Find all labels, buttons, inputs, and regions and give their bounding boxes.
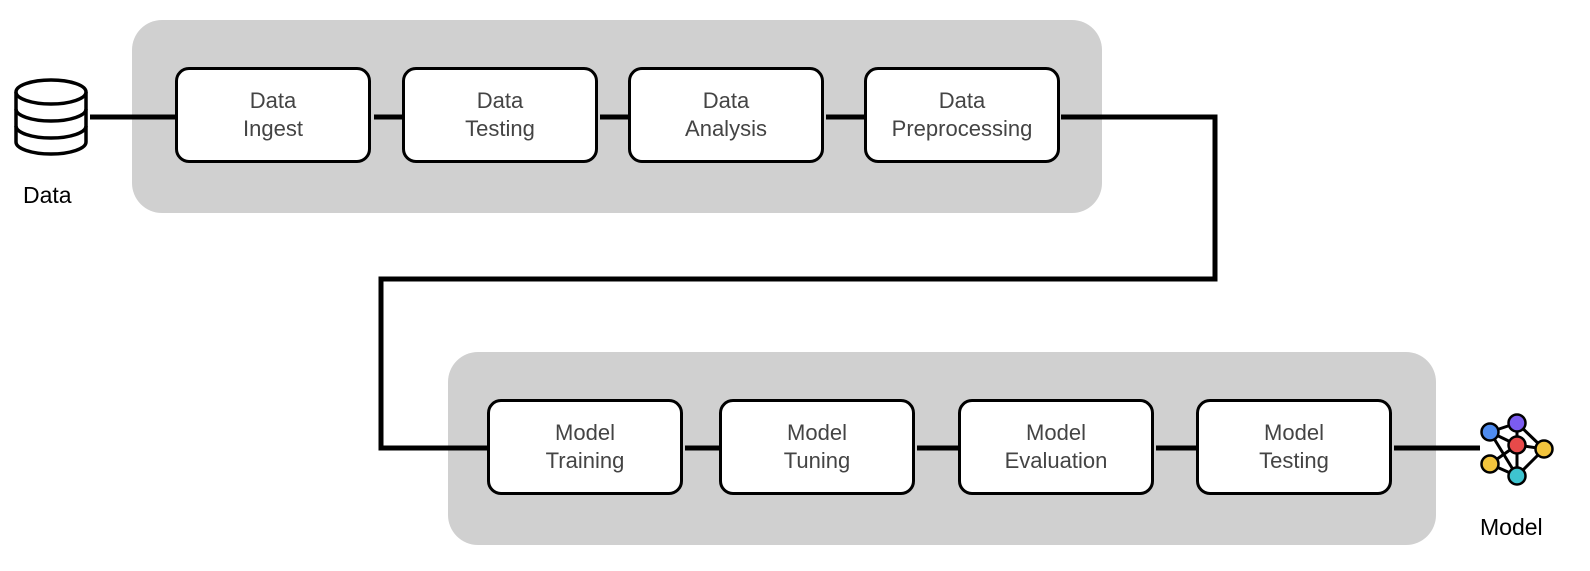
database-icon <box>14 78 88 156</box>
stage-line2: Testing <box>465 116 535 141</box>
stage-line1: Model <box>1264 420 1324 445</box>
sink-label: Model <box>1480 514 1543 540</box>
source-label: Data <box>23 182 72 208</box>
stage-line2: Preprocessing <box>891 116 1033 141</box>
stage-model-tuning: Model Tuning <box>719 399 915 495</box>
stage-model-testing: Model Testing <box>1196 399 1392 495</box>
stage-line1: Data <box>476 88 524 113</box>
stage-model-evaluation: Model Evaluation <box>958 399 1154 495</box>
stage-data-preprocessing: Data Preprocessing <box>864 67 1060 163</box>
stage-line2: Ingest <box>243 116 303 141</box>
stage-line2: Evaluation <box>1004 448 1108 473</box>
stage-line1: Data <box>249 88 297 113</box>
stage-line1: Model <box>787 420 847 445</box>
stage-line2: Testing <box>1259 448 1329 473</box>
stage-data-analysis: Data Analysis <box>628 67 824 163</box>
nn-node <box>1507 435 1527 455</box>
stage-line2: Tuning <box>783 448 851 473</box>
stage-line2: Training <box>545 448 625 473</box>
stage-data-ingest: Data Ingest <box>175 67 371 163</box>
stage-line1: Data <box>702 88 750 113</box>
stage-model-training: Model Training <box>487 399 683 495</box>
nn-node <box>1480 422 1500 442</box>
neural-network-icon <box>1480 413 1554 486</box>
nn-node <box>1480 454 1500 474</box>
stage-line2: Analysis <box>685 116 767 141</box>
nn-node <box>1507 413 1527 433</box>
nn-node <box>1534 439 1554 459</box>
stage-line1: Model <box>1026 420 1086 445</box>
connector-preprocessing-to-training <box>378 114 1218 451</box>
nn-node <box>1507 466 1527 486</box>
stage-data-testing: Data Testing <box>402 67 598 163</box>
stage-line1: Model <box>555 420 615 445</box>
stage-line1: Data <box>938 88 986 113</box>
